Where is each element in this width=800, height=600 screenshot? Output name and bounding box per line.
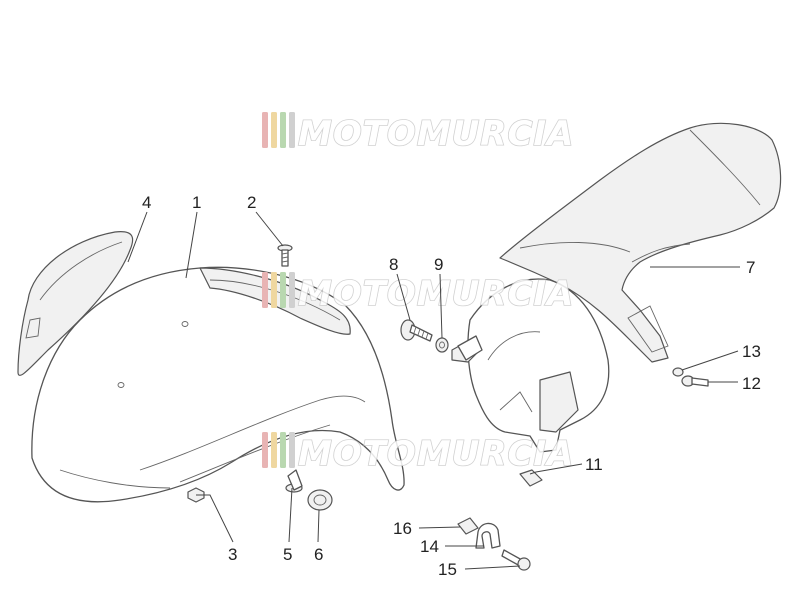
part-14-cable-clamp	[475, 522, 501, 549]
callout-14: 14	[420, 537, 439, 556]
callout-16: 16	[393, 519, 412, 538]
watermark-stripe-3	[280, 272, 286, 308]
part-8-screw-washer	[400, 319, 433, 342]
callout-6: 6	[314, 545, 323, 564]
leader-15	[464, 565, 521, 570]
watermark-stripe-2	[271, 432, 277, 468]
callout-2: 2	[247, 193, 256, 212]
leader-6	[317, 509, 320, 543]
watermark-stripe-1	[262, 112, 268, 148]
watermark-top: MOTOMURCIA	[262, 112, 574, 155]
leader-11	[529, 463, 583, 475]
watermark-stripe-2	[271, 272, 277, 308]
watermark-text: MOTOMURCIA	[298, 114, 574, 154]
part-2-screw	[277, 244, 293, 267]
callout-8: 8	[389, 255, 398, 274]
watermark-stripe-3	[280, 432, 286, 468]
part-4-side-lens	[17, 231, 134, 376]
watermark-stripe-2	[271, 112, 277, 148]
part-7-rear-splash-guard	[499, 122, 782, 363]
leader-1	[185, 211, 198, 279]
watermark-bottom: MOTOMURCIA	[262, 432, 574, 475]
part-6-grommet	[307, 489, 333, 511]
watermark-stripe-4	[289, 112, 295, 148]
part-5-screw	[285, 469, 303, 493]
leader-3	[196, 494, 234, 543]
leader-16	[418, 526, 461, 529]
watermark-text: MOTOMURCIA	[298, 274, 574, 314]
watermark-stripe-3	[280, 112, 286, 148]
leader-9	[439, 273, 443, 339]
watermark-stripe-1	[262, 432, 268, 468]
part-9-washer	[435, 337, 449, 353]
watermark-text: MOTOMURCIA	[298, 434, 574, 474]
leader-8	[396, 273, 411, 321]
callout-labels: 1 2 3 4 5 6 7 8 9 10 11 12 13 14 15 16	[142, 193, 761, 579]
leader-13	[681, 350, 739, 371]
leader-lines	[127, 211, 740, 570]
leader-2	[255, 211, 284, 247]
callout-12: 12	[742, 374, 761, 393]
callout-1: 1	[192, 193, 201, 212]
callout-5: 5	[283, 545, 292, 564]
watermark-stripe-4	[289, 432, 295, 468]
part-10-bracket	[457, 335, 483, 361]
callout-7: 7	[746, 258, 755, 277]
watermark-middle: MOTOMURCIA	[262, 272, 574, 315]
callout-9: 9	[434, 255, 443, 274]
part-12-screw	[681, 375, 709, 387]
part-16-nut-clip	[457, 517, 479, 535]
leader-4	[127, 211, 148, 263]
watermark-stripe-1	[262, 272, 268, 308]
callout-4: 4	[142, 193, 151, 212]
part-11-clip	[519, 469, 543, 487]
callout-3: 3	[228, 545, 237, 564]
watermark-stripe-4	[289, 272, 295, 308]
part-13-washer	[672, 367, 684, 377]
callout-13: 13	[742, 342, 761, 361]
leader-5	[288, 487, 293, 543]
callout-15: 15	[438, 560, 457, 579]
callout-11: 11	[585, 455, 603, 474]
